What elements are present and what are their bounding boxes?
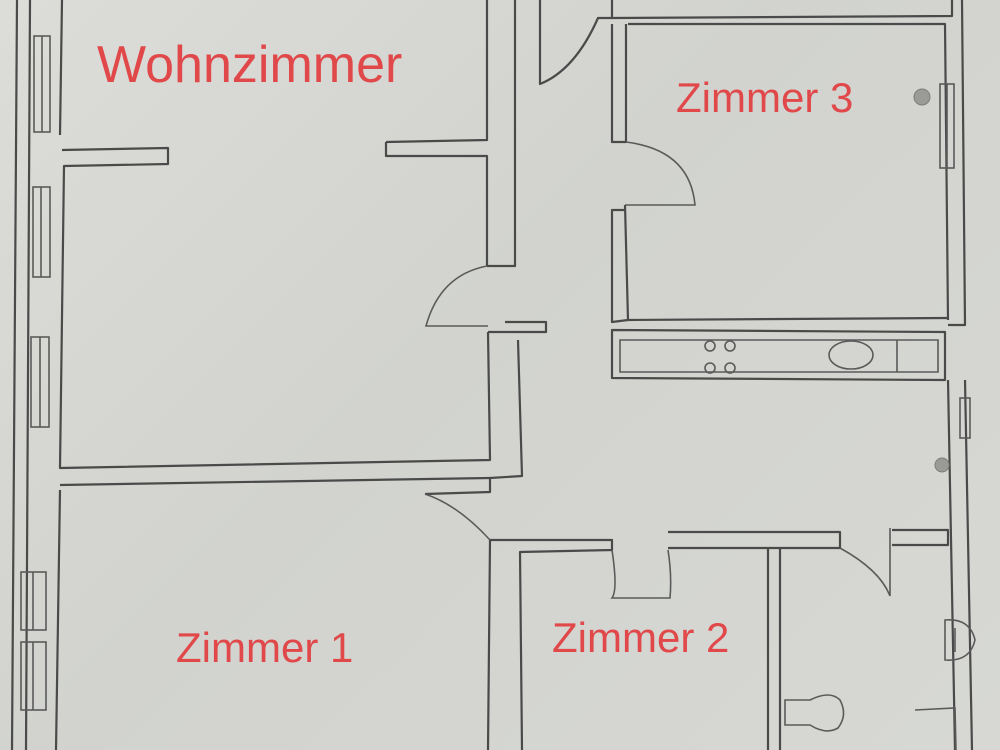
pin-hole <box>913 88 931 106</box>
room-3-walls <box>538 0 967 327</box>
right-outer-wall <box>946 379 974 750</box>
sink-icon <box>828 340 874 370</box>
living-room-walls <box>58 0 548 470</box>
middle-divider-wall <box>59 339 524 541</box>
kitchen-counter <box>610 328 947 382</box>
room-3-label: Zimmer 3 <box>676 74 853 121</box>
outer-left-wall <box>10 0 64 750</box>
pin-hole <box>934 457 950 473</box>
room-1-walls <box>54 489 62 750</box>
toilet-icon <box>784 694 845 732</box>
room-2-walls <box>486 528 950 750</box>
bathtub-corner <box>914 707 957 750</box>
living-room-label: Wohnzimmer <box>97 36 402 94</box>
washbasin-icon <box>944 619 976 661</box>
stove-burners-icon <box>704 340 736 374</box>
left-windows <box>20 35 51 711</box>
room-1-label: Zimmer 1 <box>176 624 353 671</box>
room-2-label: Zimmer 2 <box>552 614 729 661</box>
